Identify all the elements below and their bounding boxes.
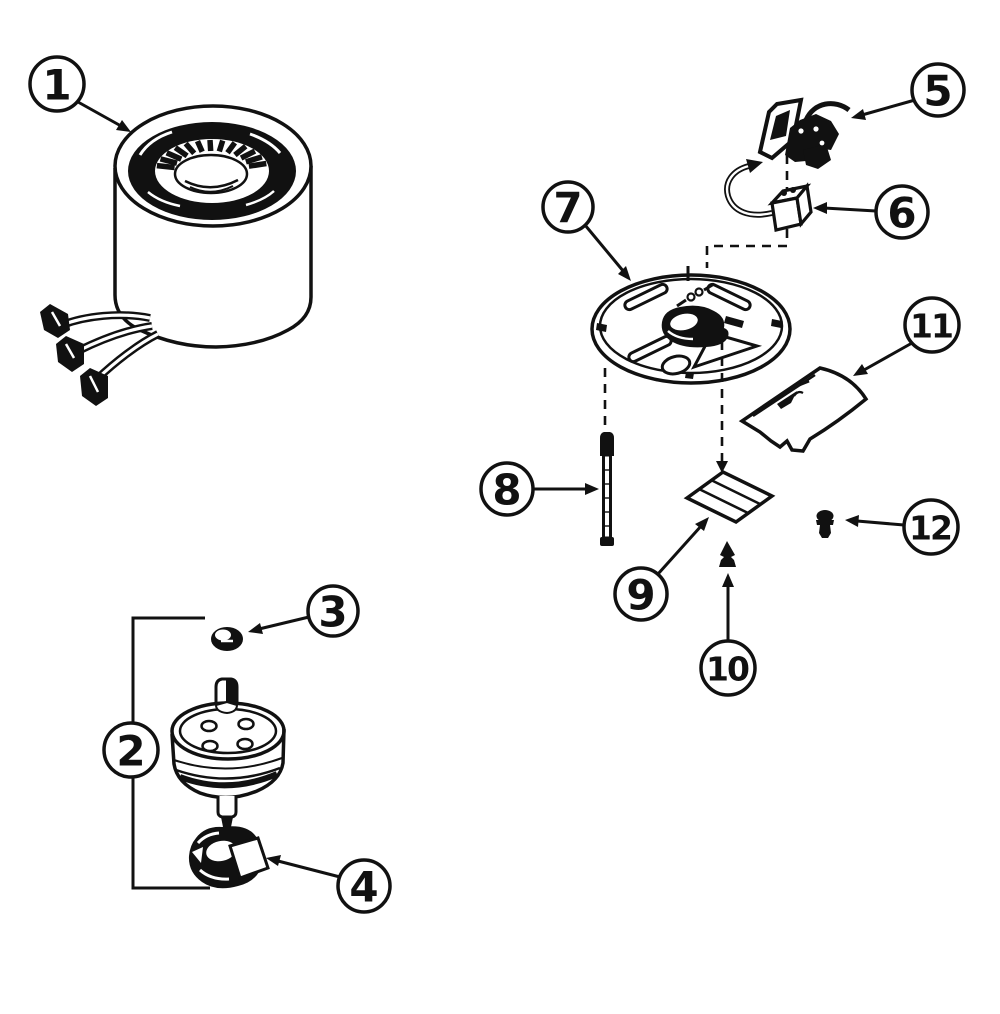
callout-2-circle: [102, 721, 160, 779]
rotor-assembly-bracket: [131, 616, 210, 890]
dashed-link-tip: [716, 461, 728, 473]
rotor-balance-hole: [200, 719, 218, 733]
rotor-shaft-bottom: [216, 796, 238, 819]
callout-1-circle: [28, 55, 86, 113]
callout-12-arrowhead: [845, 515, 859, 527]
callout-4-label: 4: [349, 863, 378, 912]
callout-7-circle: [541, 180, 595, 234]
wire-terminal-1: [40, 304, 70, 338]
part-switch: [757, 97, 851, 169]
callout-6-circle: [874, 184, 930, 240]
rotor-balance-hole: [237, 717, 255, 731]
callout-12: 12: [845, 498, 960, 556]
part-screw: [816, 510, 834, 538]
part-stator: [40, 104, 313, 406]
callout-12-circle: [902, 498, 960, 556]
callout-9-arrowhead: [695, 517, 709, 531]
callout-8-circle: [479, 461, 535, 517]
stator-lead-wires: [40, 304, 160, 406]
callout-11-label: 11: [910, 307, 952, 346]
end-shield-oval-hole: [660, 354, 692, 376]
callout-10-label: 10: [706, 650, 749, 689]
callout-9-label: 9: [626, 571, 655, 620]
callout-8: 8: [479, 461, 599, 517]
part-rotor: [170, 677, 286, 827]
part-bearing-mount: [188, 826, 270, 889]
rotor-balance-hole: [201, 739, 219, 753]
assembly-dashed-links: [603, 155, 789, 466]
vent-slot: [623, 282, 669, 312]
callout-1-label: 1: [42, 61, 71, 110]
callout-6-label: 6: [887, 189, 916, 238]
callout-9-circle: [613, 566, 669, 622]
callout-2-label: 2: [116, 727, 145, 776]
callout-3-label: 3: [318, 588, 347, 637]
callout-4-arrowhead: [266, 855, 281, 866]
callout-2: 2: [102, 721, 160, 779]
callout-5-circle: [910, 62, 966, 118]
wire-terminal-3: [80, 368, 108, 406]
callouts: 1 2 3 4 5 6: [28, 55, 966, 914]
callout-11-arrowhead: [853, 364, 868, 376]
callout-8-arrowhead: [585, 483, 599, 495]
callout-7-arrowhead: [618, 266, 631, 281]
callout-5: 5: [851, 62, 966, 120]
callout-1: 1: [28, 55, 131, 132]
part-cover-bracket: [738, 366, 869, 453]
callout-10: 10: [699, 573, 757, 697]
callout-5-label: 5: [923, 67, 952, 116]
part-push-fastener: [719, 541, 736, 567]
callout-10-circle: [699, 639, 757, 697]
part-thru-bolt: [600, 432, 614, 546]
rotor-balance-hole: [236, 737, 254, 751]
callout-4-circle: [336, 858, 392, 914]
callout-3-circle: [306, 584, 360, 638]
callout-11: 11: [853, 296, 961, 376]
part-locknut: [211, 627, 243, 651]
switch-wire: [803, 101, 851, 122]
part-end-shield: [590, 266, 792, 385]
connector-wire-tip: [746, 159, 763, 173]
callout-6: 6: [813, 184, 930, 240]
callout-7-label: 7: [553, 184, 582, 233]
wire-terminal-2: [56, 336, 84, 372]
callout-3-arrowhead: [248, 623, 263, 634]
callout-8-label: 8: [492, 466, 521, 515]
callout-9: 9: [613, 517, 709, 622]
part-damper-plate: [683, 469, 776, 525]
callout-7: 7: [541, 180, 631, 281]
callout-10-arrowhead: [722, 573, 734, 587]
callout-1-arrowhead: [116, 120, 131, 132]
bearing-tab: [228, 836, 270, 880]
part-wire-connector: [724, 159, 813, 232]
callout-4: 4: [266, 855, 392, 914]
callout-12-label: 12: [909, 509, 951, 548]
callout-6-arrowhead: [813, 202, 827, 214]
connector-box-side: [795, 182, 813, 228]
callout-5-arrowhead: [851, 109, 866, 120]
callout-11-circle: [903, 296, 961, 354]
stator-lamination-bars: [156, 139, 267, 171]
callout-3: 3: [248, 584, 360, 638]
